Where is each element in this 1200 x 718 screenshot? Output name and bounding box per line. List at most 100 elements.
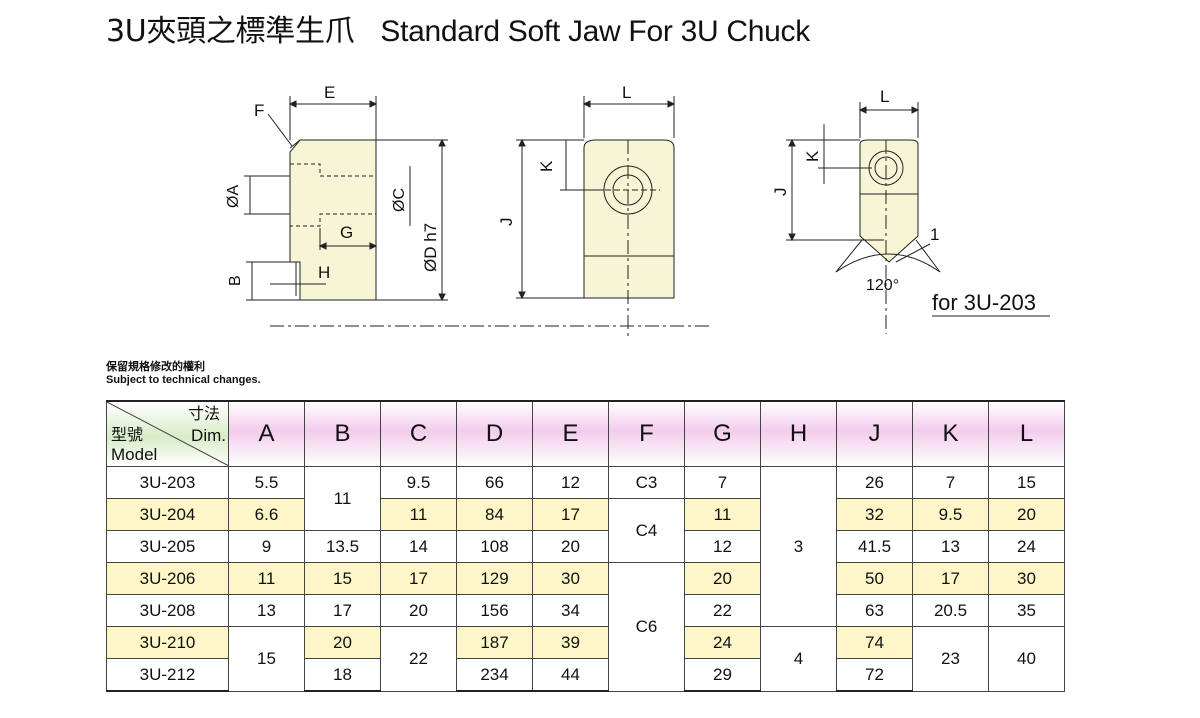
cell-D: 84 (456, 498, 533, 531)
label-A: ØA (225, 185, 242, 208)
corner-cell: 寸法 Dim. 型號 Model (106, 400, 229, 467)
page-title: 3U夾頭之標準生爪 Standard Soft Jaw For 3U Chuck (106, 6, 810, 50)
col-header-E: E (532, 400, 609, 467)
cell-J: 26 (836, 466, 913, 499)
model-cell: 3U-208 (106, 594, 229, 627)
label-F: F (254, 101, 264, 120)
cell-H: 4 (760, 626, 837, 692)
corner-cn-model: 型號 (111, 425, 144, 444)
technical-drawing: E F ØA ØC G H B ØD h7 L K J (225, 83, 1050, 340)
cell-G: 20 (684, 562, 761, 595)
cell-B: 18 (304, 658, 381, 692)
cell-A: 6.6 (228, 498, 305, 531)
cell-L: 35 (988, 594, 1065, 627)
cell-D: 108 (456, 530, 533, 563)
note-en: Subject to technical changes. (106, 374, 261, 386)
label-J-right: J (771, 188, 790, 197)
cell-C: 14 (380, 530, 457, 563)
cell-L: 40 (988, 626, 1065, 692)
model-cell: 3U-205 (106, 530, 229, 563)
col-header-G: G (684, 400, 761, 467)
cell-D: 187 (456, 626, 533, 659)
cell-F: C3 (608, 466, 685, 499)
cell-E: 39 (532, 626, 609, 659)
cell-K: 20.5 (912, 594, 989, 627)
cell-C: 20 (380, 594, 457, 627)
cell-G: 12 (684, 530, 761, 563)
label-D: ØD h7 (421, 223, 440, 272)
cell-E: 20 (532, 530, 609, 563)
pointed-view-body (859, 139, 919, 263)
cell-C: 17 (380, 562, 457, 595)
cell-A: 9 (228, 530, 305, 563)
cell-K: 13 (912, 530, 989, 563)
variant-note: for 3U-203 (932, 290, 1036, 315)
col-header-L: L (988, 400, 1065, 467)
cell-G: 24 (684, 626, 761, 659)
cell-B: 13.5 (304, 530, 381, 563)
cell-C: 9.5 (380, 466, 457, 499)
side-view-body (289, 139, 377, 301)
cell-E: 12 (532, 466, 609, 499)
cell-A: 11 (228, 562, 305, 595)
label-K-front: K (537, 160, 556, 172)
cell-E: 17 (532, 498, 609, 531)
cell-D: 129 (456, 562, 533, 595)
table-row: 3U-204 6.6 11 84 17 C4 11 32 9.5 20 (106, 498, 1065, 563)
cell-J: 50 (836, 562, 913, 595)
col-header-C: C (380, 400, 457, 467)
cell-A: 5.5 (228, 466, 305, 499)
col-header-J: J (836, 400, 913, 467)
cell-H: 3 (760, 466, 837, 627)
cell-L: 20 (988, 498, 1065, 531)
cell-F: C4 (608, 498, 685, 563)
front-view (516, 96, 676, 340)
label-L-front: L (622, 83, 631, 102)
cell-E: 34 (532, 594, 609, 627)
table-row: 3U-210 15 20 22 187 39 24 4 74 23 40 (106, 626, 1065, 692)
label-L-right: L (880, 87, 889, 106)
title-en: Standard Soft Jaw For 3U Chuck (380, 15, 810, 48)
label-1: 1 (930, 225, 939, 244)
col-header-F: F (608, 400, 685, 467)
cell-C: 22 (380, 626, 457, 692)
label-C: ØC (391, 188, 408, 212)
cell-D: 234 (456, 658, 533, 692)
table-row: 3U-205 9 13.5 14 108 20 12 41.5 13 24 (106, 530, 1065, 563)
cell-J: 63 (836, 594, 913, 627)
cell-A: 15 (228, 626, 305, 692)
spec-table: 寸法 Dim. 型號 Model A B C D E F G H J K L 3… (106, 400, 1065, 692)
cell-A: 13 (228, 594, 305, 627)
corner-cn-dim: 寸法 (187, 404, 220, 423)
table-row: 3U-208 13 17 20 156 34 22 63 20.5 35 (106, 594, 1065, 627)
label-K-right: K (803, 150, 822, 162)
cell-E: 30 (532, 562, 609, 595)
col-header-A: A (228, 400, 305, 467)
note-cn: 保留規格修改的權利 (106, 360, 205, 373)
cell-K: 9.5 (912, 498, 989, 531)
cell-G: 11 (684, 498, 761, 531)
col-header-K: K (912, 400, 989, 467)
model-cell: 3U-206 (106, 562, 229, 595)
label-angle: 120° (866, 277, 899, 294)
cell-G: 22 (684, 594, 761, 627)
label-G: G (340, 223, 353, 242)
table-row: 3U-203 5.5 11 9.5 66 12 C3 7 3 26 7 15 (106, 466, 1065, 627)
model-cell: 3U-210 (106, 626, 229, 659)
table-header-row: 寸法 Dim. 型號 Model A B C D E F G H J K L (106, 400, 1065, 467)
cell-L: 30 (988, 562, 1065, 595)
cell-G: 29 (684, 658, 761, 692)
title-cn: 3U夾頭之標準生爪 (106, 14, 355, 49)
cell-K: 23 (912, 626, 989, 692)
label-J-front: J (497, 218, 516, 227)
cell-B: 15 (304, 562, 381, 595)
cell-B: 11 (304, 466, 381, 531)
cell-C: 11 (380, 498, 457, 531)
cell-E: 44 (532, 658, 609, 692)
col-header-H: H (760, 400, 837, 467)
label-E: E (324, 83, 335, 102)
cell-K: 17 (912, 562, 989, 595)
cell-B: 17 (304, 594, 381, 627)
front-view-body (583, 139, 675, 299)
cell-L: 24 (988, 530, 1065, 563)
